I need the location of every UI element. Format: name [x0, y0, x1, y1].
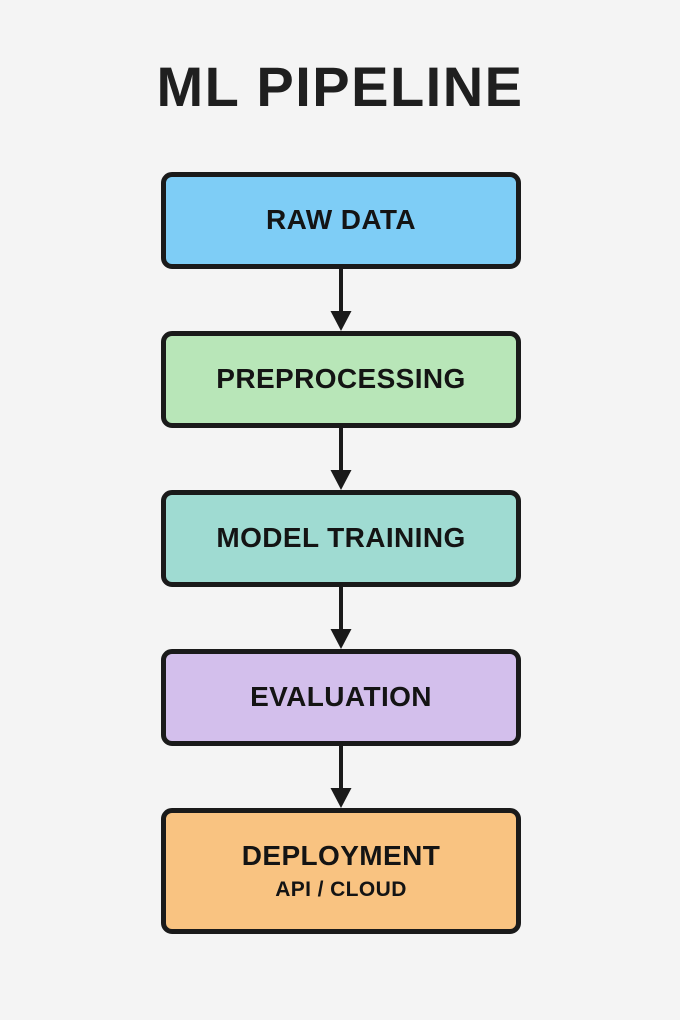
pipeline-node-sublabel: API / CLOUD [275, 878, 407, 902]
pipeline-node-model-training[interactable]: MODEL TRAINING [161, 490, 521, 587]
down-arrow-icon [326, 428, 356, 490]
down-arrow-icon [326, 746, 356, 808]
pipeline-flow: RAW DATA PREPROCESSING MODEL TRAINING EVALU… [161, 172, 521, 934]
pipeline-node-preprocessing[interactable]: PREPROCESSING [161, 331, 521, 428]
pipeline-node-label: RAW DATA [266, 204, 416, 236]
down-arrow-icon [326, 269, 356, 331]
pipeline-node-label: DEPLOYMENT [241, 839, 441, 871]
pipeline-node-label: PREPROCESSING [216, 363, 466, 395]
pipeline-node-label: MODEL TRAINING [216, 522, 466, 554]
page-title: ML PIPELINE [156, 55, 524, 118]
pipeline-node-evaluation[interactable]: EVALUATION [161, 649, 521, 746]
pipeline-node-deployment[interactable]: DEPLOYMENT API / CLOUD [161, 808, 521, 934]
pipeline-node-raw-data[interactable]: RAW DATA [161, 172, 521, 269]
down-arrow-icon [326, 587, 356, 649]
pipeline-node-label: EVALUATION [250, 681, 432, 713]
